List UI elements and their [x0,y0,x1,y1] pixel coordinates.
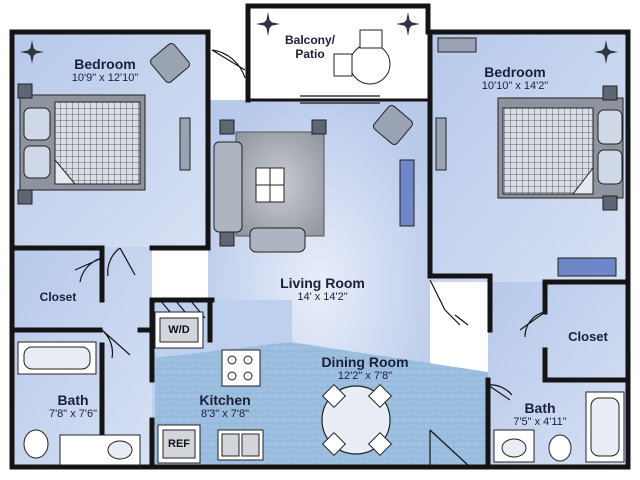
bed-left [17,83,146,205]
bedroom-left-label: Bedroom 10'9" x 12'10" [40,56,170,85]
room-dimensions: 12'2" x 7'8" [337,370,393,382]
closet-shelf-right [557,257,617,277]
plant-icon [20,12,618,64]
dresser-right [437,37,477,53]
room-dimensions: 7'5" x 4'11" [513,416,567,428]
room-name: Bath [57,392,89,408]
room-dimensions: 14' x 14'2" [297,291,348,303]
door-swings [74,49,546,468]
bed-right [497,85,624,211]
room-name: Closet [39,290,77,304]
kitchen-label: Kitchen 8'3" x 7'8" [175,392,275,421]
closet-left-label: Closet [28,290,88,304]
room-name: Bath [524,400,556,416]
room-dimensions: 10'9" x 12'10" [71,72,139,84]
room-name: Bedroom [74,56,136,72]
room-name: Living Room [280,275,365,291]
patio-set [333,29,391,85]
balcony-sliding-door [300,95,380,104]
room-name-line2: Patio [295,47,325,61]
room-name: Dining Room [321,354,409,370]
kitchen-fixtures [154,311,264,464]
room-name: Kitchen [199,392,251,408]
washer-dryer-label: W/D [168,324,190,336]
armchair-icon [150,43,190,83]
room-name-line1: Balcony/ [284,33,335,47]
refrigerator-label: REF [168,438,190,450]
bath-left-fixtures [17,341,141,466]
bath-right-fixtures [493,391,625,463]
room-dimensions: 10'10" x 14'2" [481,80,549,92]
living-room-label: Living Room 14' x 14'2" [255,275,390,304]
room-name: Bedroom [484,64,546,80]
dining-room-label: Dining Room 12'2" x 7'8" [300,354,430,383]
walls [9,3,631,470]
room-name: Closet [568,329,608,344]
bath-left-label: Bath 7'8" x 7'6" [28,392,118,421]
dresser-left [179,117,191,171]
closet-right-label: Closet [556,329,620,345]
tv-stand-right [435,117,447,171]
room-dimensions: 8'3" x 7'8" [200,408,250,420]
living-set [213,105,415,253]
bedroom-right-label: Bedroom 10'10" x 14'2" [450,64,580,93]
bath-right-label: Bath 7'5" x 4'11" [495,400,585,429]
dining-table [321,383,393,457]
room-dimensions: 7'8" x 7'6" [48,408,98,420]
balcony-label: Balcony/ Patio [270,33,350,61]
